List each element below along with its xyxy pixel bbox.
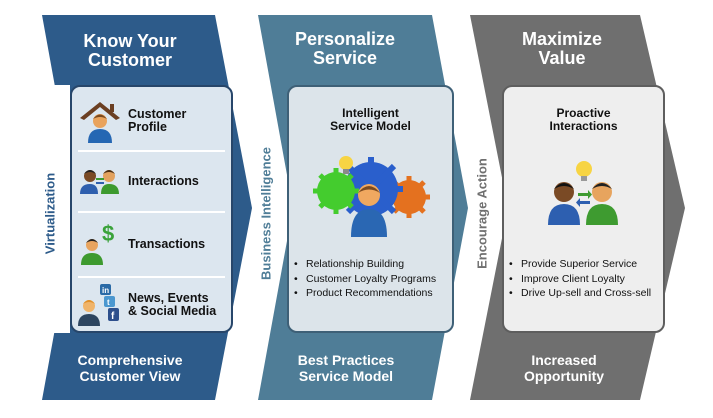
stage-3-bullets: Provide Superior Service Improve Client … — [508, 257, 651, 301]
item-label: News, Events & Social Media — [128, 291, 217, 318]
stage-1-card: Customer Profile Interactions — [70, 85, 233, 333]
two-people-exchange-icon — [72, 156, 128, 206]
divider — [78, 211, 225, 213]
stage-3-title: Maximize Value — [521, 29, 603, 68]
card-title: Proactive Interactions — [549, 106, 618, 133]
divider — [78, 276, 225, 278]
item-label: Customer Profile — [128, 107, 187, 134]
stage-3-footer: Increased Opportunity — [523, 352, 605, 384]
list-item-interactions: Interactions — [72, 153, 231, 209]
side-label-encourage-action: Encourage Action — [474, 158, 490, 269]
divider — [78, 150, 225, 152]
side-label-virtualization: Virtualization — [42, 172, 58, 255]
stage-2-footer: Best Practices Service Model — [297, 352, 395, 384]
bullet-item: Drive Up-sell and Cross-sell — [508, 286, 651, 301]
stage-2-title: Personalize Service — [294, 29, 396, 68]
list-item-news-events-social-media: in t f News, Events & Social Media — [72, 279, 231, 331]
stage-2-card: Intelligent Service Model — [287, 85, 454, 333]
stage-3-card: Proactive Interactions Provide Superior … — [502, 85, 665, 333]
svg-text:in: in — [102, 286, 109, 295]
bullet-item: Relationship Building — [293, 257, 436, 272]
stage-1-title: Know Your Customer — [83, 31, 177, 70]
list-item-customer-profile: Customer Profile — [72, 93, 231, 149]
person-house-icon — [72, 96, 128, 146]
bullet-item: Provide Superior Service — [508, 257, 651, 272]
svg-text:f: f — [111, 311, 115, 322]
card-title: Intelligent Service Model — [330, 106, 411, 133]
list-item-transactions: $ Transactions — [72, 214, 231, 274]
person-gears-lightbulb-icon — [309, 149, 434, 239]
side-label-business-intelligence: Business Intelligence — [258, 147, 274, 280]
person-dollar-icon: $ — [72, 219, 128, 269]
person-social-media-icon: in t f — [72, 280, 128, 330]
two-people-lightbulb-exchange-icon — [544, 159, 624, 229]
item-label: Transactions — [128, 236, 206, 251]
svg-text:t: t — [107, 298, 110, 307]
item-label: Interactions — [128, 173, 199, 188]
stage-1-footer: Comprehensive Customer View — [77, 352, 183, 384]
bullet-item: Improve Client Loyalty — [508, 272, 651, 287]
bullet-item: Product Recommendations — [293, 286, 436, 301]
svg-text:$: $ — [102, 221, 114, 246]
bullet-item: Customer Loyalty Programs — [293, 272, 436, 287]
stage-2-bullets: Relationship Building Customer Loyalty P… — [293, 257, 436, 301]
